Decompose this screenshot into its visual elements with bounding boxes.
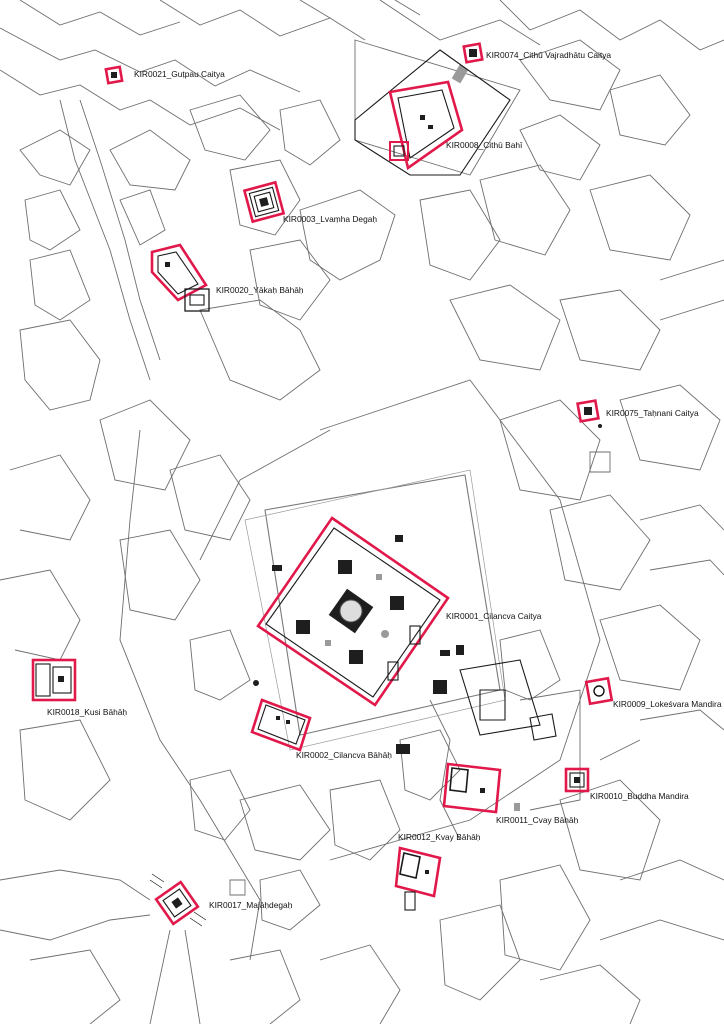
kir0001-footprint bbox=[256, 516, 450, 707]
label-kir0008: KIR0008_Cithū Bahī bbox=[446, 140, 523, 150]
cilancva-precinct bbox=[244, 469, 557, 754]
kir0012-footprint bbox=[394, 846, 442, 911]
kir0011-footprint bbox=[442, 762, 520, 814]
label-kir0075: KIR0075_Taḥnani Caitya bbox=[606, 408, 699, 418]
kir0017-footprint bbox=[149, 873, 207, 927]
label-kir0018: KIR0018_Kusi Bāhāḥ bbox=[47, 707, 128, 717]
kir0009-footprint bbox=[584, 676, 614, 706]
kir0002-footprint bbox=[250, 698, 312, 752]
kir0074-footprint bbox=[451, 42, 484, 84]
label-kir0020: KIR0020_Yākaḥ Bāhāḥ bbox=[216, 285, 304, 295]
label-kir0012: KIR0012_Kvay Bāhāḥ bbox=[398, 832, 481, 842]
label-kir0009: KIR0009_Lokeśvara Mandira bbox=[613, 699, 722, 709]
label-kir0074: KIR0074_Cithū Vajradhātu Caitya bbox=[486, 50, 612, 60]
label-kir0017: KIR0017_Majāḥdegaḥ bbox=[209, 900, 293, 910]
kir0018-footprint bbox=[31, 658, 77, 702]
label-kir0002: KIR0002_Cilancva Bāhāḥ bbox=[296, 750, 392, 760]
label-kir0010: KIR0010_Buddha Mandira bbox=[590, 791, 689, 801]
kir0010-footprint bbox=[564, 767, 590, 793]
label-kir0021: KIR0021_Guṭpau Caitya bbox=[134, 69, 225, 79]
kir0021-footprint bbox=[104, 65, 124, 85]
kir0020-footprint bbox=[150, 243, 210, 312]
kir0003-footprint bbox=[242, 180, 286, 224]
label-kir0001: KIR0001_Cilancva Caitya bbox=[446, 611, 542, 621]
kir0075-footprint bbox=[576, 399, 602, 428]
label-kir0011: KIR0011_Cvay Bāhāḥ bbox=[496, 815, 579, 825]
label-kir0003: KIR0003_Lvaṃha Degaḥ bbox=[283, 214, 378, 224]
kir0008-footprint bbox=[354, 49, 511, 176]
